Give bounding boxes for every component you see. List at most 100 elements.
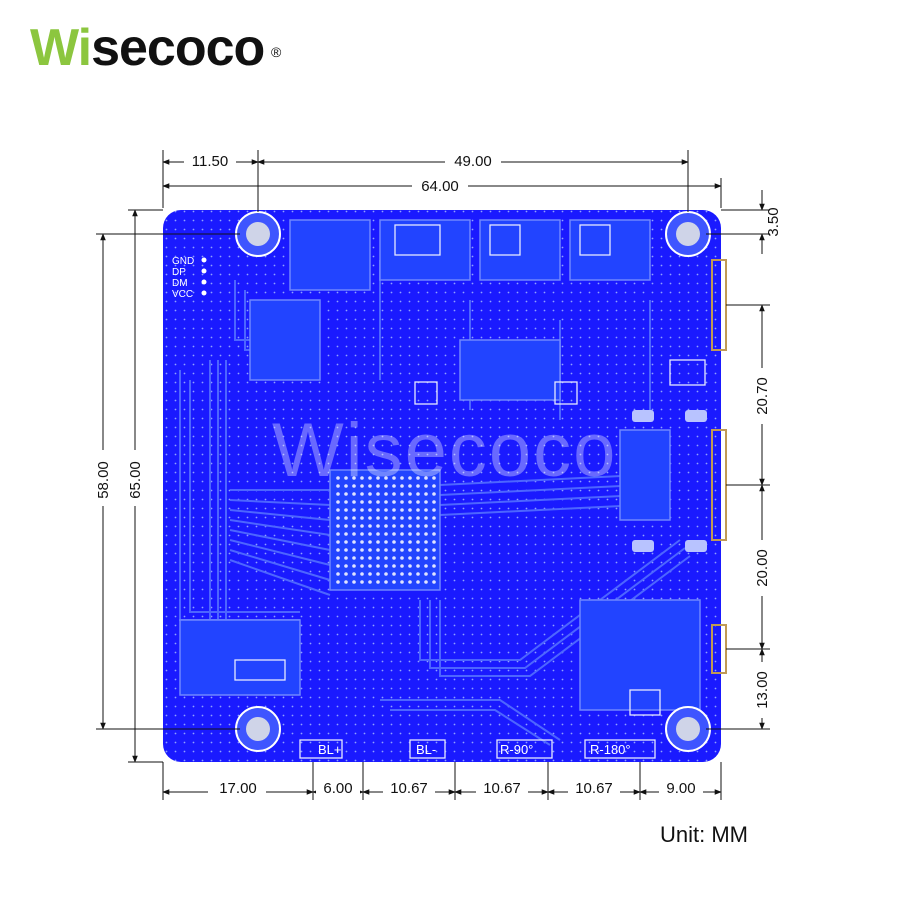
bga-pad <box>376 492 380 496</box>
dim-label-20-70: 20.70 <box>754 377 771 415</box>
bga-pad <box>384 508 388 512</box>
pin-label-dp: DP <box>172 267 186 278</box>
dim-label-20-00: 20.00 <box>754 549 771 587</box>
bga-pad <box>376 476 380 480</box>
bga-pad <box>344 548 348 552</box>
bga-pad <box>360 524 364 528</box>
bga-pad <box>408 492 412 496</box>
bga-pad <box>400 564 404 568</box>
bga-pad <box>392 516 396 520</box>
bga-pad <box>400 516 404 520</box>
bga-pad <box>368 580 372 584</box>
bga-pad <box>336 492 340 496</box>
pin-label-vcc: VCC <box>172 289 193 300</box>
bga-pad <box>400 484 404 488</box>
bga-pad <box>408 476 412 480</box>
bga-pad <box>408 524 412 528</box>
bga-pad <box>424 572 428 576</box>
bga-pad <box>360 516 364 520</box>
silkscreen-outlines <box>234 224 706 759</box>
bga-pad <box>336 532 340 536</box>
bga-pad <box>352 548 356 552</box>
bga-pad <box>400 572 404 576</box>
bga-pad <box>392 532 396 536</box>
bga-pad <box>352 556 356 560</box>
bga-pad <box>384 572 388 576</box>
bga-chip <box>336 476 436 584</box>
bga-pad <box>360 540 364 544</box>
bga-pad <box>416 572 420 576</box>
bga-pad <box>384 500 388 504</box>
bga-pad <box>416 476 420 480</box>
registered-mark: ® <box>270 44 281 60</box>
unit-label: Unit: MM <box>660 822 748 847</box>
bga-pad <box>376 484 380 488</box>
bga-pad <box>336 556 340 560</box>
bga-pad <box>384 556 388 560</box>
bga-pad <box>336 572 340 576</box>
bga-pad <box>432 500 436 504</box>
bga-pad <box>400 524 404 528</box>
bga-pad <box>432 484 436 488</box>
bga-pad <box>384 564 388 568</box>
bga-pad <box>416 532 420 536</box>
bga-pad <box>424 500 428 504</box>
bga-pad <box>368 484 372 488</box>
bga-pad <box>432 556 436 560</box>
bga-pad <box>344 564 348 568</box>
bga-pad <box>368 508 372 512</box>
bga-pad <box>344 500 348 504</box>
dim-label-11-50: 11.50 <box>192 153 228 170</box>
bga-pad <box>344 476 348 480</box>
bga-pad <box>392 572 396 576</box>
bga-pad <box>400 508 404 512</box>
bga-pad <box>368 476 372 480</box>
dim-label-65-00: 65.00 <box>127 461 144 499</box>
bga-pad <box>424 484 428 488</box>
bga-pad <box>424 580 428 584</box>
bga-pad <box>352 572 356 576</box>
bga-pad <box>344 572 348 576</box>
bga-pad <box>424 508 428 512</box>
dim-label-49-00: 49.00 <box>454 153 492 170</box>
logo-text: secoco <box>91 19 265 77</box>
dim-label-10-67-c: 10.67 <box>575 780 613 797</box>
button-label-bl-minus: BL- <box>416 742 436 757</box>
bga-pad <box>352 532 356 536</box>
bga-pad <box>432 564 436 568</box>
bga-pad <box>376 532 380 536</box>
bga-pad <box>344 484 348 488</box>
bga-pad <box>392 500 396 504</box>
bga-pad <box>344 532 348 536</box>
bga-pad <box>360 572 364 576</box>
dim-label-58-00: 58.00 <box>95 461 112 499</box>
bga-pad <box>408 564 412 568</box>
bga-pad <box>352 484 356 488</box>
button-labels: BL+ BL- R-90° R-180° <box>318 742 631 757</box>
bga-pad <box>400 492 404 496</box>
bga-pad <box>384 524 388 528</box>
bga-pad <box>408 508 412 512</box>
bga-pad <box>400 556 404 560</box>
bga-pad <box>384 516 388 520</box>
bga-pad <box>376 516 380 520</box>
bga-pad <box>360 548 364 552</box>
bga-pad <box>376 524 380 528</box>
bga-pad <box>368 548 372 552</box>
pin-label-gnd: GND <box>172 256 194 267</box>
bga-pad <box>360 532 364 536</box>
bga-pad <box>336 548 340 552</box>
connector-pads <box>632 410 707 552</box>
bga-pad <box>360 556 364 560</box>
bga-pad <box>336 500 340 504</box>
bga-pad <box>352 476 356 480</box>
bga-pad <box>352 500 356 504</box>
bga-pad <box>352 492 356 496</box>
bga-pad <box>408 532 412 536</box>
bga-pad <box>368 524 372 528</box>
button-label-r-90: R-90° <box>500 742 533 757</box>
bga-pad <box>392 540 396 544</box>
bga-pad <box>352 580 356 584</box>
bga-pad <box>432 524 436 528</box>
